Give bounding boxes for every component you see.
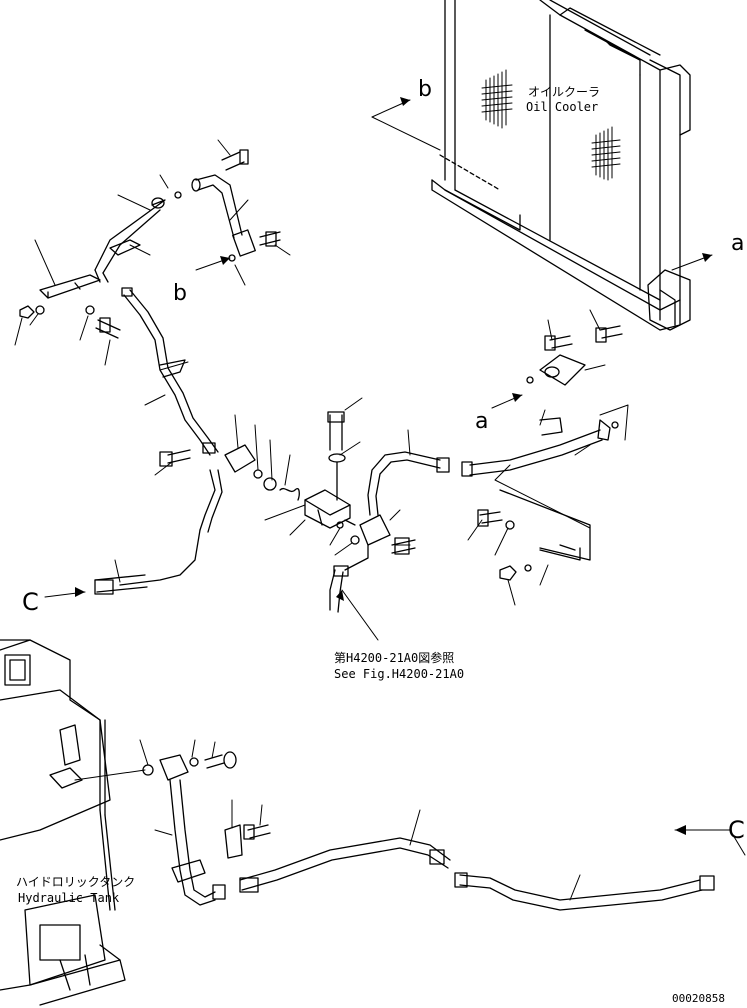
tank-label-en: Hydraulic Tank [18,891,120,905]
leader-lines [14,139,629,901]
callout-a-top: a [731,231,744,256]
callout-b-left: b [173,281,187,306]
tank-label-jp: ハイドロリックタンク [16,875,135,889]
oil-cooler-label-jp: オイルクーラ [528,85,600,99]
center-block-assembly [304,411,619,613]
drawing-number: 00020858 [672,992,725,1005]
right-fitting-assembly [477,325,623,581]
upper-left-pipe-assembly [19,149,300,595]
callout-c-left: C [22,588,39,616]
oil-cooler-label-en: Oil Cooler [526,100,598,114]
callout-c-right: C [728,816,745,844]
callout-b-top: b [418,77,432,102]
lower-pipe-assembly [142,751,715,911]
callout-a-mid: a [475,409,488,434]
hydraulic-tank [0,639,126,1006]
reference-label-jp: 第H4200-21A0図参照 [334,650,454,665]
reference-label-en: See Fig.H4200-21A0 [334,667,464,681]
oil-cooler [431,0,691,331]
